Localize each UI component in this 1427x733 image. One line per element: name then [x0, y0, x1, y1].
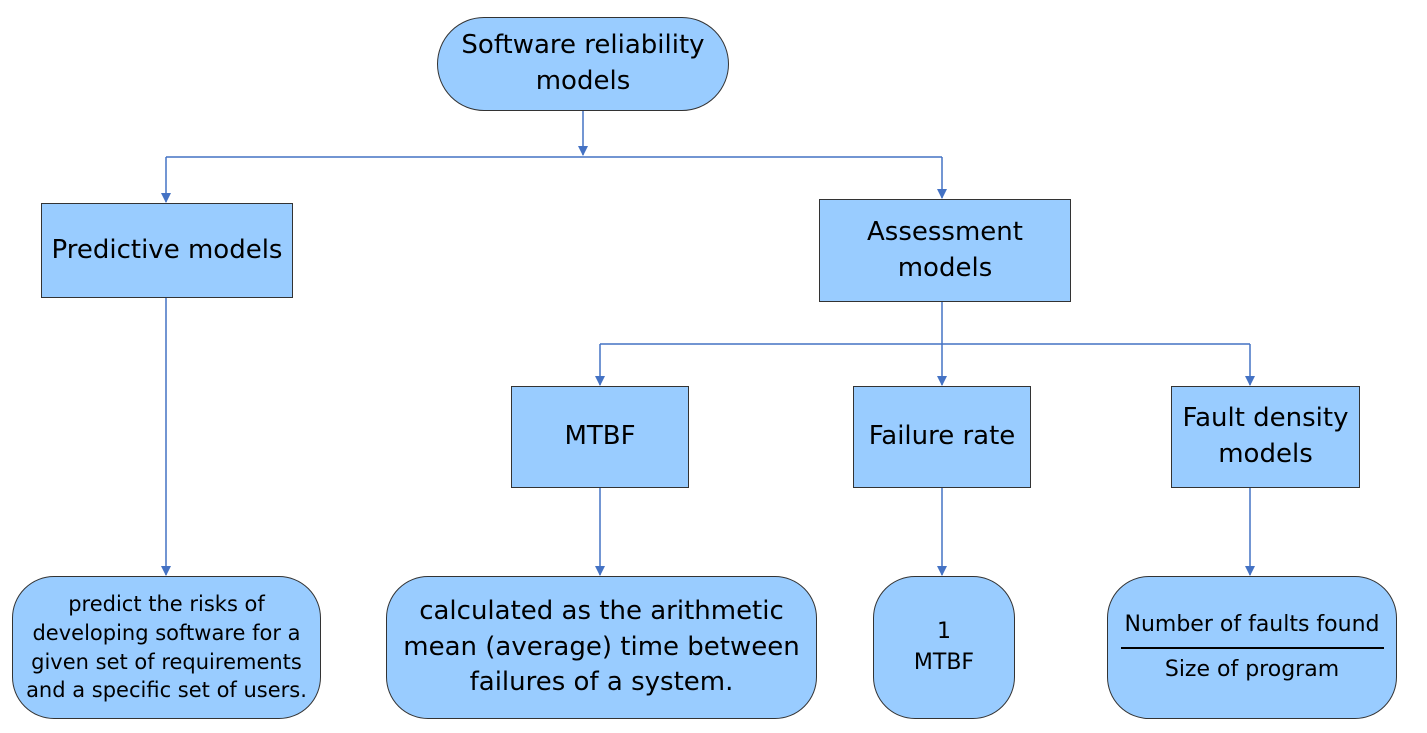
predictive-description-line1: predict the risks of — [68, 591, 265, 616]
predictive-models-label: Predictive models — [51, 234, 283, 265]
root-node-line2: models — [535, 66, 631, 96]
mtbf-description-node: calculated as the arithmetic mean (avera… — [386, 576, 817, 719]
assessment-models-line1: Assessment — [867, 216, 1023, 247]
mtbf-node: MTBF — [511, 386, 689, 488]
fault-density-line2: models — [1218, 439, 1313, 469]
assessment-models-node: Assessment models — [819, 199, 1071, 302]
predictive-models-node: Predictive models — [41, 203, 293, 298]
fault-density-formula-node: Number of faults found Size of program — [1107, 576, 1397, 719]
predictive-description-line2: developing software for a — [32, 620, 301, 645]
mtbf-description-line1: calculated as the arithmetic — [419, 595, 784, 626]
mtbf-description-line2: mean (average) time between — [403, 631, 800, 662]
predictive-description-line3: given set of requirements — [31, 649, 302, 674]
failure-rate-label: Failure rate — [868, 421, 1016, 452]
mtbf-label: MTBF — [564, 421, 636, 452]
predictive-description-line4: and a specific set of users. — [26, 678, 307, 703]
root-node: Software reliability models — [437, 17, 729, 111]
fault-density-numerator: Number of faults found — [1120, 610, 1384, 649]
mtbf-description-line3: failures of a system. — [469, 667, 734, 698]
predictive-description-node: predict the risks of developing software… — [12, 576, 321, 719]
fault-density-models-node: Fault density models — [1171, 386, 1360, 488]
failure-rate-denominator: MTBF — [913, 649, 975, 675]
failure-rate-numerator: 1 — [937, 619, 951, 645]
failure-rate-node: Failure rate — [853, 386, 1031, 488]
fault-density-denominator: Size of program — [1164, 656, 1340, 682]
failure-rate-formula-node: 1 MTBF — [873, 576, 1015, 719]
fault-density-line1: Fault density — [1182, 403, 1349, 434]
assessment-models-line2: models — [897, 252, 993, 283]
root-node-line1: Software reliability — [461, 30, 705, 61]
